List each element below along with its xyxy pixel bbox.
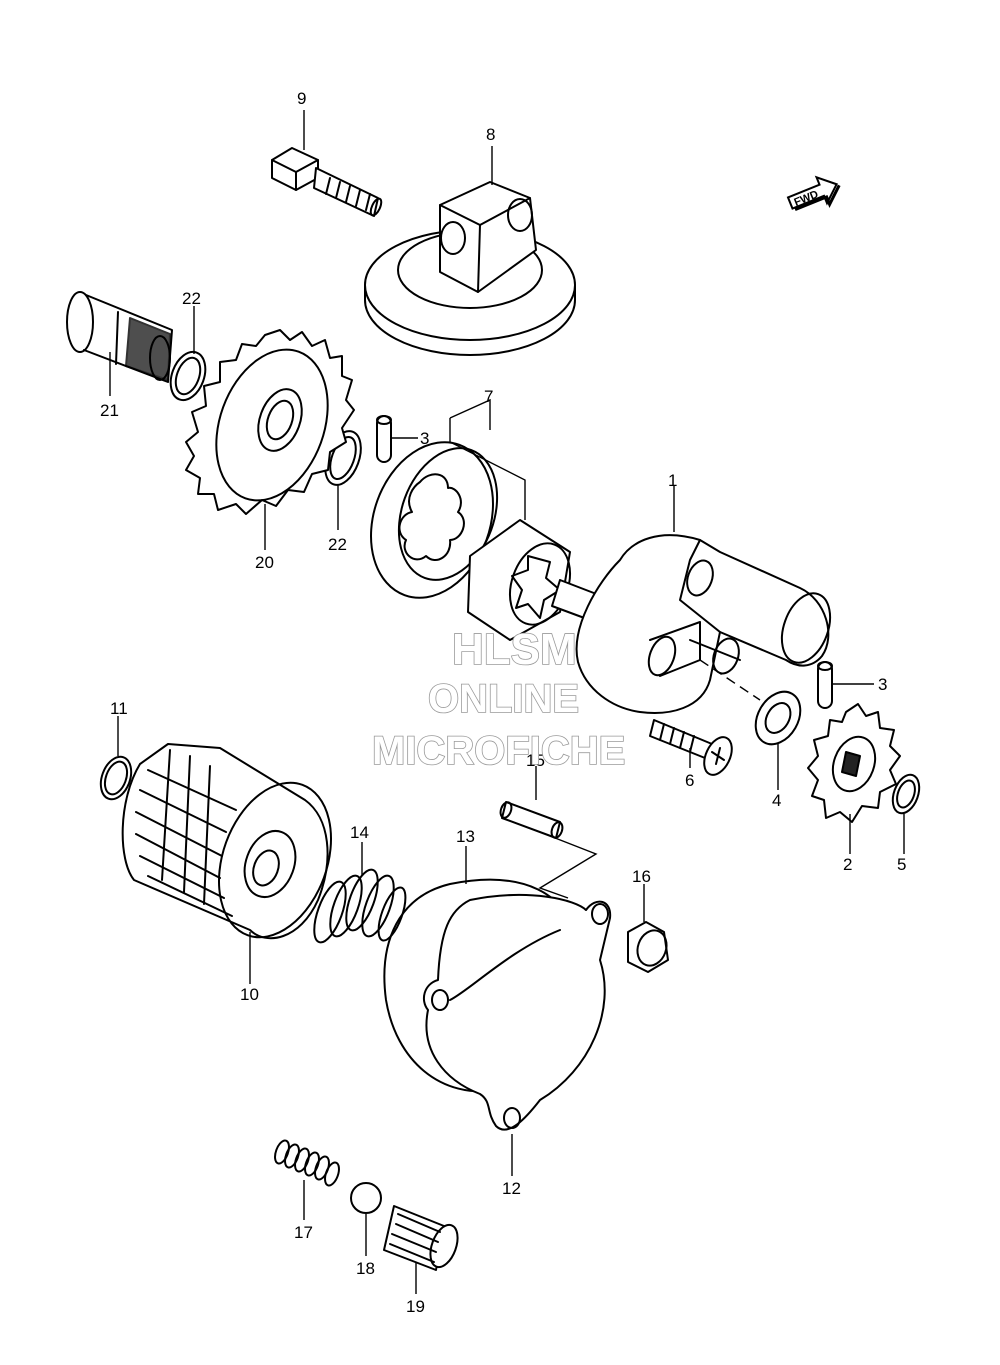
callout-2: 2 bbox=[843, 855, 852, 874]
part-18-ball bbox=[350, 1182, 382, 1214]
callout-12: 12 bbox=[502, 1179, 521, 1198]
callout-21: 21 bbox=[100, 401, 119, 420]
part-22-circlip-upper bbox=[169, 350, 207, 402]
part-1-pump-body bbox=[575, 534, 832, 714]
callout-5: 5 bbox=[897, 855, 906, 874]
leader-lines bbox=[109, 110, 905, 1294]
callout-7: 7 bbox=[484, 387, 493, 406]
callout-1: 1 bbox=[668, 471, 677, 490]
callout-20: 20 bbox=[255, 553, 274, 572]
watermark-line-1: HLSM bbox=[452, 625, 577, 674]
part-5-circlip bbox=[891, 773, 921, 815]
callout-13: 13 bbox=[456, 827, 475, 846]
callout-11: 11 bbox=[110, 699, 128, 718]
part-10-oil-filter bbox=[121, 743, 333, 940]
callout-10: 10 bbox=[240, 985, 259, 1004]
part-12-cover bbox=[422, 894, 612, 1131]
part-8-oil-cap bbox=[364, 181, 576, 356]
part-2-drive-gear bbox=[807, 703, 901, 823]
callout-6: 6 bbox=[685, 771, 694, 790]
callout-18: 18 bbox=[356, 1259, 375, 1278]
part-15-dowel bbox=[499, 801, 564, 839]
callout-3-upper: 3 bbox=[420, 429, 429, 448]
callout-14: 14 bbox=[350, 823, 369, 842]
callout-8: 8 bbox=[486, 125, 495, 144]
callout-labels: 9 8 22 21 7 3 22 20 1 3 11 15 6 4 14 13 … bbox=[100, 89, 906, 1316]
callout-22-lower: 22 bbox=[328, 535, 347, 554]
part-14-spring bbox=[313, 868, 407, 944]
callout-3-lower: 3 bbox=[878, 675, 887, 694]
part-19-plug bbox=[383, 1205, 459, 1271]
callout-4: 4 bbox=[772, 791, 781, 810]
callout-17: 17 bbox=[294, 1223, 313, 1242]
part-17-spring bbox=[274, 1139, 340, 1187]
part-11-o-ring bbox=[99, 755, 133, 801]
part-9-bolt bbox=[271, 147, 383, 217]
fwd-badge: FWD bbox=[786, 175, 841, 212]
watermark-line-2: ONLINE bbox=[428, 677, 579, 721]
part-21-shaft bbox=[66, 291, 173, 383]
part-16-cap-nut bbox=[627, 921, 669, 973]
watermark: HLSM ONLINE MICROFICHE bbox=[371, 624, 626, 774]
callout-19: 19 bbox=[406, 1297, 425, 1316]
callout-9: 9 bbox=[297, 89, 306, 108]
part-20-driven-gear bbox=[185, 329, 355, 515]
part-7-outer-rotor bbox=[370, 441, 499, 599]
part-6-screw bbox=[649, 719, 733, 776]
part-3-dowel-pin-lower bbox=[817, 661, 833, 709]
callout-22-upper: 22 bbox=[182, 289, 201, 308]
part-4-washer bbox=[754, 690, 802, 746]
callout-16: 16 bbox=[632, 867, 651, 886]
callout-15: 15 bbox=[526, 751, 545, 770]
watermark-line-3: MICROFICHE bbox=[372, 729, 625, 773]
part-3-dowel-pin-upper bbox=[376, 415, 392, 463]
